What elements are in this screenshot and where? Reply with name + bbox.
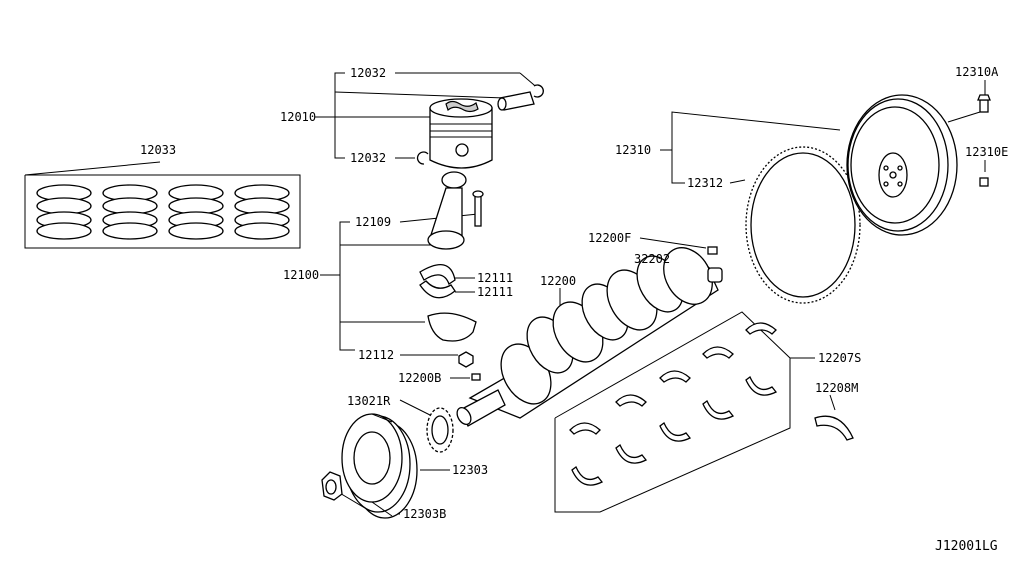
piston-pin-clip-upper[interactable] [533, 84, 544, 98]
flywheel-leader-lines [660, 80, 986, 184]
crank-pilot-bushing[interactable] [707, 267, 723, 283]
con-rod-cap[interactable] [427, 312, 477, 342]
con-rod-bolt[interactable] [472, 190, 484, 227]
main-bearing-set-12207S[interactable] [554, 311, 815, 513]
crank-dowel-pin-f[interactable] [707, 246, 718, 255]
label-12111-upper: 12111 [477, 271, 513, 285]
label-12033: 12033 [140, 143, 176, 157]
label-12032-upper: 12032 [350, 66, 386, 80]
crank-sprocket[interactable] [426, 407, 454, 453]
piston[interactable] [429, 98, 493, 169]
flywheel-bolt[interactable] [977, 94, 991, 113]
label-12112: 12112 [358, 348, 394, 362]
ring-stack-2 [102, 184, 158, 240]
con-rod-bearing-upper[interactable] [419, 264, 456, 285]
thrust-washer[interactable] [814, 394, 854, 441]
label-12303B: 12303B [403, 507, 446, 521]
label-12111-lower: 12111 [477, 285, 513, 299]
label-12310: 12310 [615, 143, 651, 157]
con-rod-nut[interactable] [458, 351, 474, 368]
label-13021R: 13021R [347, 394, 391, 408]
label-12310E: 12310E [965, 145, 1008, 159]
label-12010: 12010 [280, 110, 316, 124]
label-12303: 12303 [452, 463, 488, 477]
label-12207S: 12207S [818, 351, 861, 365]
ring-stack-3 [168, 184, 224, 240]
crankshaft[interactable] [454, 239, 722, 427]
label-12312: 12312 [687, 176, 723, 190]
label-32202: 32202 [634, 252, 670, 266]
label-12032-lower: 12032 [350, 151, 386, 165]
connecting-rod[interactable] [427, 171, 467, 250]
ring-stack-1 [36, 184, 92, 240]
label-12109: 12109 [355, 215, 391, 229]
ring-stack-4 [234, 184, 290, 240]
crank-pulley[interactable] [341, 413, 418, 519]
label-12208M: 12208M [815, 381, 858, 395]
label-12100: 12100 [283, 268, 319, 282]
flywheel-dowel-pin[interactable] [979, 177, 989, 187]
piston-pin[interactable] [497, 91, 535, 111]
ring-gear[interactable] [745, 146, 861, 304]
crank-key-b[interactable] [471, 373, 481, 381]
piston-pin-clip-lower[interactable] [416, 151, 429, 165]
label-12200F: 12200F [588, 231, 631, 245]
diagram-id: J12001LG [935, 539, 998, 554]
piston-group [315, 72, 541, 159]
flywheel[interactable] [846, 94, 958, 236]
piston-rings-set-12033[interactable] [24, 161, 301, 249]
con-rod-bearing-lower[interactable] [419, 280, 456, 299]
label-12200: 12200 [540, 274, 576, 288]
label-12200B: 12200B [398, 371, 441, 385]
pulley-bolt[interactable] [321, 471, 343, 501]
label-12310A: 12310A [955, 65, 999, 79]
